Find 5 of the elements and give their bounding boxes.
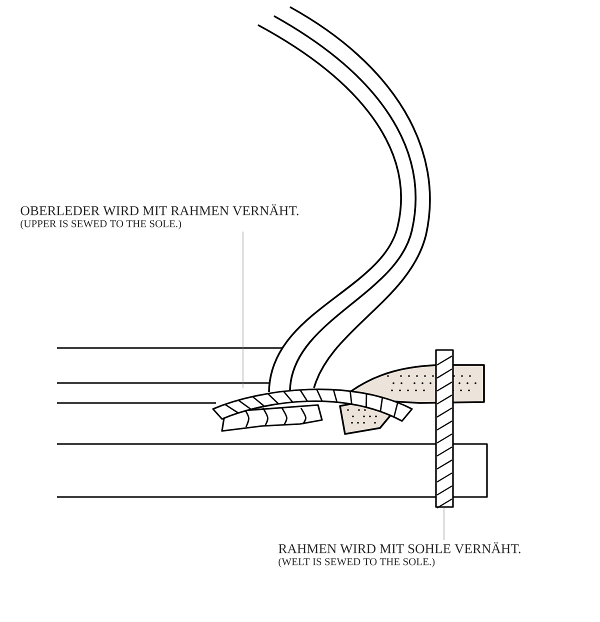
leader-line bbox=[242, 231, 244, 388]
stitch-bar bbox=[435, 349, 454, 509]
caption-text: RAHMEN WIRD MIT SOHLE VERNÄHT. (WELT IS SEWED TO THE SOLE.) bbox=[278, 542, 520, 568]
seam-stitching bbox=[212, 388, 413, 432]
caption-text: OBERLEDER WIRD MIT RAHMEN VERNÄHT. (UPPER IS SEWED TO THE SOLE.) bbox=[20, 204, 298, 230]
